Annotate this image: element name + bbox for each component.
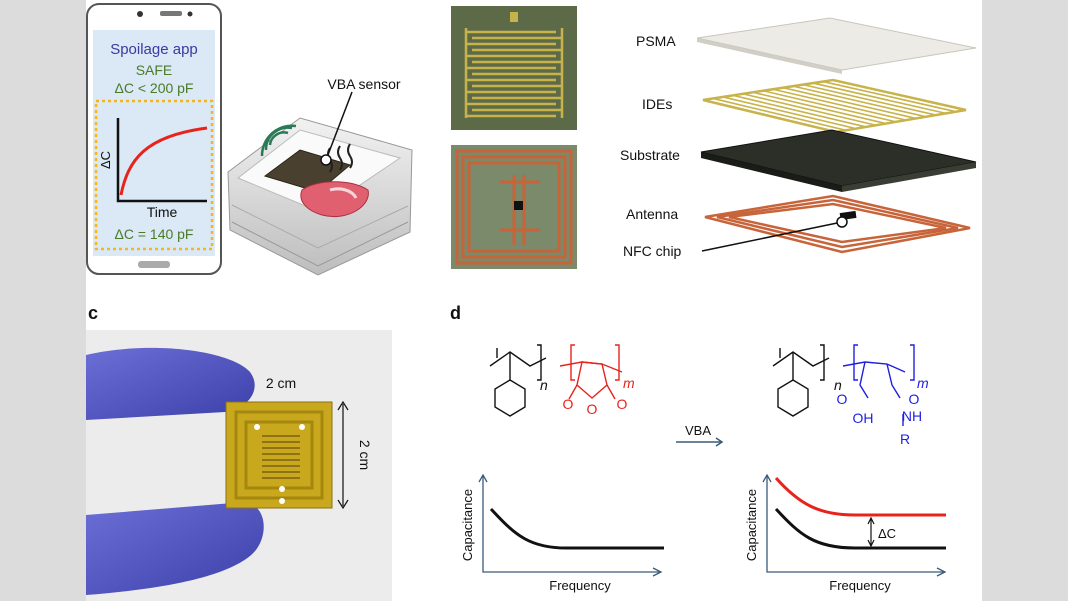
cap-curve-after — [774, 477, 946, 517]
sub-m-right: m — [917, 375, 929, 391]
o-left-1: O — [563, 396, 574, 412]
label-ides: IDEs — [642, 96, 672, 112]
phone-y-label: ΔC — [98, 151, 113, 169]
sub-n-right: n — [834, 377, 842, 393]
layer-stack: PSMA IDEs Substrate Antenna NFC chip — [620, 17, 977, 259]
o-left-2: O — [587, 401, 598, 417]
food-container: VBA sensor — [227, 76, 413, 276]
sensor-label: VBA sensor — [327, 76, 400, 92]
cap-curve-before — [774, 507, 946, 550]
reaction-label: VBA — [685, 423, 711, 438]
panel-c-letter: c — [88, 303, 98, 323]
panel-d: d n m O O O VBA — [450, 303, 947, 593]
nh-label: NH — [902, 408, 922, 424]
status-text: SAFE — [136, 62, 173, 78]
label-antenna: Antenna — [626, 206, 678, 222]
label-substrate: Substrate — [620, 147, 680, 163]
height-label: 2 cm — [357, 440, 373, 470]
reading-text: ΔC = 140 pF — [114, 226, 193, 242]
width-label: 2 cm — [266, 375, 296, 391]
smartphone: Spoilage app SAFE ΔC < 200 pF ΔC Time ΔC… — [86, 3, 222, 275]
vba-structure — [772, 344, 915, 426]
threshold-text: ΔC < 200 pF — [114, 80, 193, 96]
antenna-layer — [704, 194, 971, 254]
antenna-photo — [451, 145, 577, 269]
oh-label: OH — [853, 410, 874, 426]
o-right-1: O — [837, 391, 848, 407]
wireless-icon — [260, 124, 297, 157]
freq-label-left: Frequency — [549, 578, 611, 593]
cap-plot-right: ΔC Capacitance Frequency — [744, 473, 947, 593]
sub-m-left: m — [623, 375, 635, 391]
freq-label-right: Frequency — [829, 578, 891, 593]
phone-x-label: Time — [147, 204, 178, 220]
delta-c-label: ΔC — [878, 526, 896, 541]
label-nfc: NFC chip — [623, 243, 682, 259]
psma-structure — [489, 344, 623, 417]
phone-curve — [119, 126, 208, 196]
sub-n-left: n — [540, 377, 548, 393]
cap-label-left: Capacitance — [460, 489, 475, 561]
cap-label-right: Capacitance — [744, 489, 759, 561]
app-title: Spoilage app — [110, 41, 198, 58]
sensor-chip-photo — [225, 401, 333, 509]
cap-plot-left: Capacitance Frequency — [460, 473, 664, 593]
r-label: R — [900, 431, 910, 447]
ide-photo — [451, 6, 577, 130]
label-psma: PSMA — [636, 33, 676, 49]
panel-c: c 2 cm 2 cm — [86, 303, 392, 601]
o-right-2: O — [909, 391, 920, 407]
o-left-3: O — [617, 396, 628, 412]
cap-curve-left — [489, 507, 664, 550]
panel-d-letter: d — [450, 303, 461, 323]
phone-axes — [116, 118, 207, 203]
ide-layer — [702, 78, 967, 134]
